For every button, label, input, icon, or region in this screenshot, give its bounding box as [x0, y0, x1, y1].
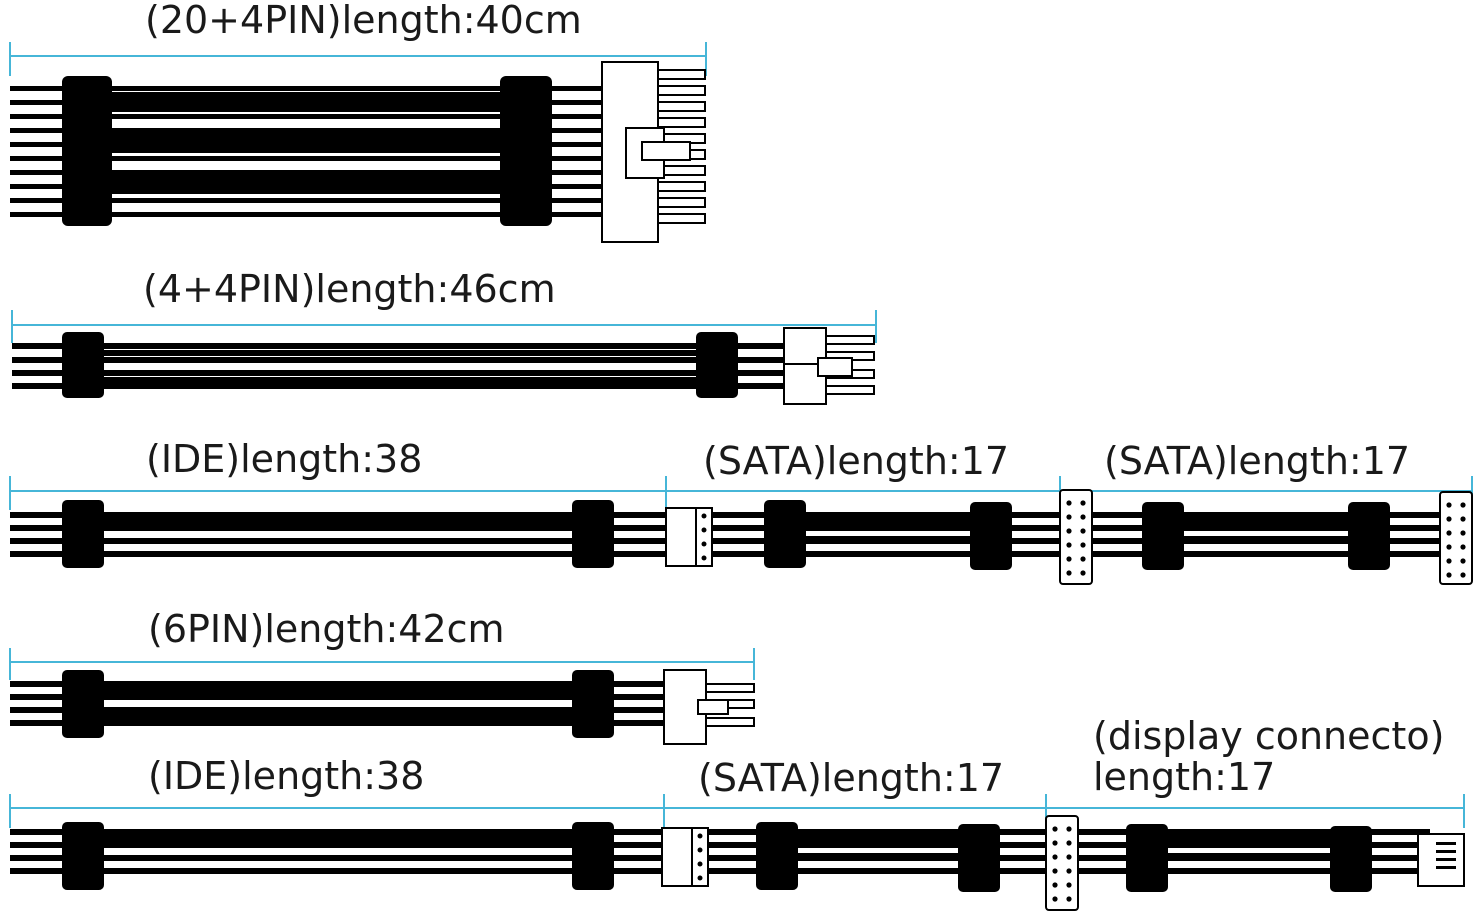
dimension-line-4-4pin — [11, 310, 877, 343]
cable-6pin-wires — [10, 681, 680, 726]
cable-sleeve-clip — [500, 76, 552, 226]
eps-8pin-connector — [783, 327, 875, 405]
cable-sata-label: (SATA)length:17 — [703, 439, 1009, 483]
cable-sleeve-clip — [62, 500, 104, 568]
cable-sleeve-clip — [756, 822, 798, 890]
cable-sleeve-clip — [572, 670, 614, 738]
cable-sleeve-clip — [62, 76, 112, 226]
cable-20-4pin: (20+4PIN)length:40cm — [9, 0, 707, 243]
cable-20-4pin-label: (20+4PIN)length:40cm — [145, 0, 582, 42]
cable-sleeve-clip — [958, 824, 1000, 892]
cable-ide-sata-1: (IDE)length:38 (SATA)length:17 (SATA)len… — [9, 437, 1473, 585]
cable-sleeve-clip — [62, 822, 104, 890]
cable-6pin: (6PIN)length:42cm — [9, 607, 755, 745]
sata-connector — [1045, 815, 1079, 911]
floppy-display-connector — [1417, 833, 1465, 887]
atx-24pin-connector — [601, 61, 706, 243]
sata-connector — [1059, 489, 1093, 585]
cable-ide-sata-2: (IDE)length:38 (SATA)length:17 (display … — [9, 714, 1465, 911]
sata-connector — [1439, 491, 1473, 585]
cable-sleeve-clip — [764, 500, 806, 568]
cable-sleeve-clip — [572, 822, 614, 890]
dimension-line-6pin — [9, 648, 755, 680]
cable-sleeve-clip — [62, 332, 104, 398]
cable-sleeve-clip — [1348, 502, 1390, 570]
cable-sleeve-clip — [62, 670, 104, 738]
cable-sleeve-clip — [1126, 824, 1168, 892]
cable-display-connector-label-line1: (display connecto) — [1093, 714, 1444, 758]
cable-ide-label: (IDE)length:38 — [146, 437, 422, 481]
cable-sleeve-clip — [1142, 502, 1184, 570]
cable-sleeve-clip — [696, 332, 738, 398]
cable-sata-label: (SATA)length:17 — [698, 756, 1004, 800]
cable-4-4pin-label: (4+4PIN)length:46cm — [143, 267, 556, 311]
cable-ide-sata-display-wires — [10, 829, 1430, 874]
cable-sleeve-clip — [1330, 826, 1372, 892]
cable-sata-label: (SATA)length:17 — [1104, 439, 1410, 483]
cable-20-4pin-wires — [10, 86, 610, 217]
cable-display-connector-label-line2: length:17 — [1093, 755, 1275, 799]
cable-sleeve-clip — [572, 500, 614, 568]
cable-ide-sata-wires — [10, 512, 1450, 557]
molex-connector — [665, 507, 713, 567]
cable-4-4pin-wires — [12, 343, 792, 389]
cable-ide-label: (IDE)length:38 — [148, 754, 424, 798]
cable-sleeve-clip — [970, 502, 1012, 570]
dimension-line-ide-sata-display — [9, 794, 1465, 828]
cable-6pin-label: (6PIN)length:42cm — [148, 607, 505, 651]
cable-4-4pin: (4+4PIN)length:46cm — [11, 267, 877, 405]
molex-connector — [661, 827, 709, 887]
pcie-6pin-connector — [663, 669, 755, 745]
